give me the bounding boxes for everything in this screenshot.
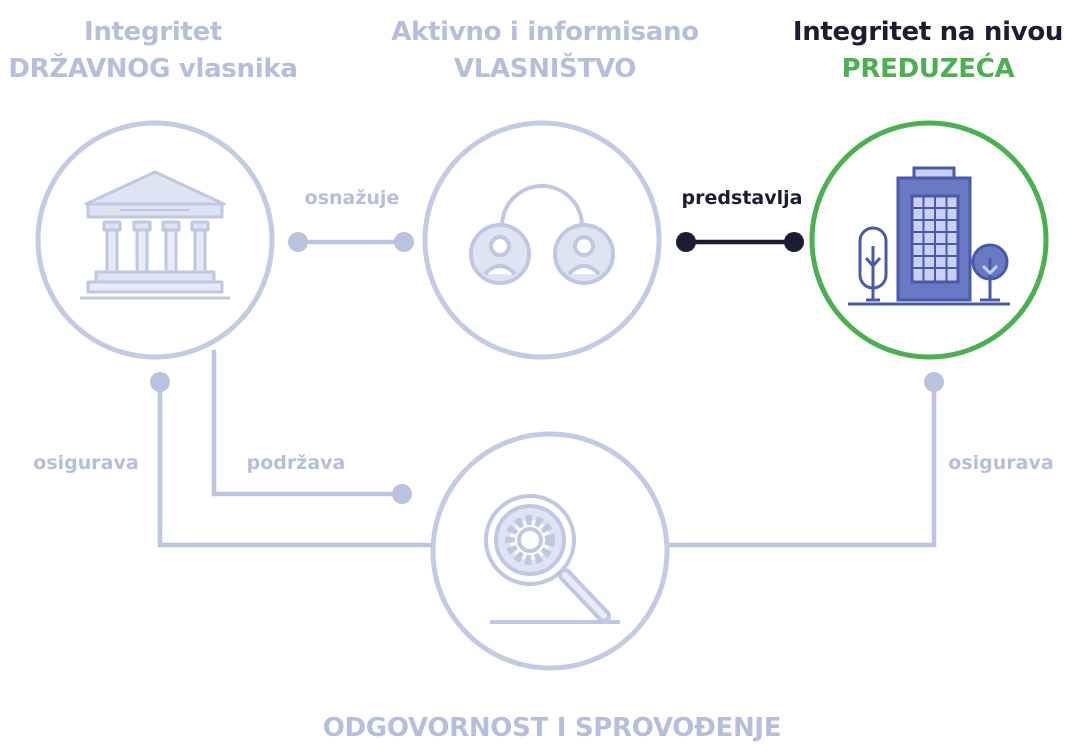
ownership-title-line1: Aktivno i informisano (391, 17, 699, 47)
empowers-label: osnažuje (305, 187, 400, 209)
ownership-title-line2: VLASNIŠTVO (454, 52, 636, 84)
accountability-title: ODGOVORNOST I SPROVOĐENJE (323, 713, 782, 743)
ensures-left-label: osigurava (33, 452, 138, 474)
government-building-icon (80, 170, 230, 300)
people-connected-icon (469, 184, 615, 285)
supports-label: podržava (247, 452, 346, 474)
ensures-right-line (660, 382, 937, 548)
empowers-dot-left (288, 232, 308, 252)
ensures-right-label: osigurava (948, 452, 1053, 474)
office-building-icon (848, 166, 1010, 306)
represents-dot-right (784, 232, 804, 252)
state-circle (35, 120, 275, 360)
magnifier-gear-icon (484, 494, 620, 624)
company-title-line1: Integritet na nivou (793, 17, 1063, 47)
company-title-line2: PREDUZEĆA (842, 52, 1015, 84)
ensures-left-dot (150, 372, 170, 392)
ensures-right-dot (924, 372, 944, 392)
supports-dot (392, 484, 412, 504)
supports-line (211, 350, 402, 497)
ownership-circle (422, 120, 662, 360)
state-title-line1: Integritet (84, 17, 222, 47)
ensures-left-line (157, 382, 440, 548)
connector-dots (150, 232, 944, 504)
represents-label: predstavlja (682, 187, 803, 209)
represents-dot-left (676, 232, 696, 252)
connector-lines (157, 239, 937, 548)
empowers-dot-right (394, 232, 414, 252)
state-title-line2: DRŽAVNOG vlasnika (8, 52, 297, 84)
